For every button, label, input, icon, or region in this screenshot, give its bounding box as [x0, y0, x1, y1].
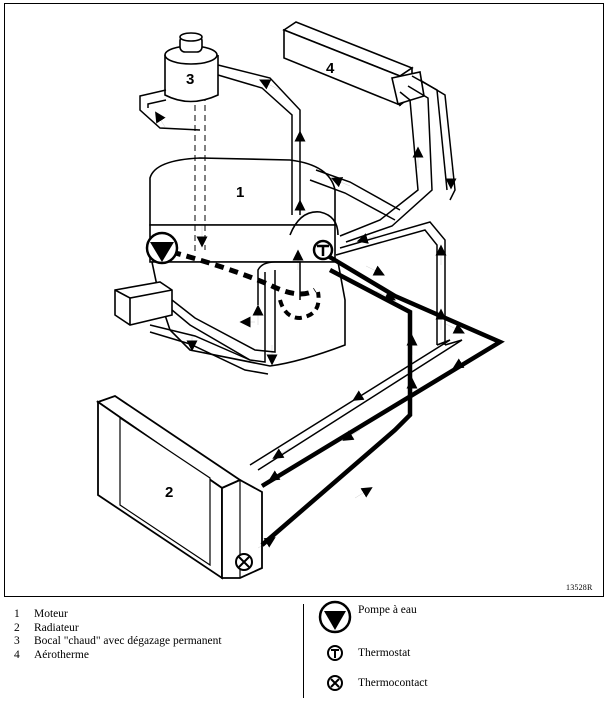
legend-label: Bocal "chaud" avec dégazage permanent [34, 635, 222, 647]
thermocontact-symbol [235, 553, 253, 571]
label-engine: 1 [236, 184, 244, 201]
water-pump-icon [318, 600, 352, 634]
label-heater: 4 [326, 60, 335, 77]
legend-item: 3 Bocal "chaud" avec dégazage permanent [14, 635, 222, 649]
degassing-dashed-line [194, 95, 206, 255]
label-expansion-tank: 3 [186, 71, 194, 88]
symbol-legend-item: Thermostat [318, 644, 410, 662]
legend-number: 3 [14, 635, 20, 647]
radiator-hoses [260, 254, 505, 547]
thermostat-icon [327, 645, 343, 661]
legend-label: Aérotherme [34, 648, 89, 661]
engine-block [114, 157, 346, 367]
legend-item: 1 Moteur [14, 608, 222, 622]
component-legend: 1 Moteur 2 Radiateur 3 Bocal "chaud" ave… [14, 608, 222, 662]
heater-core [282, 21, 425, 107]
legend-label: Moteur [34, 608, 68, 620]
diagram-frame [4, 3, 604, 597]
label-radiator: 2 [165, 484, 173, 501]
legend-number: 4 [14, 648, 20, 661]
legend-number: 1 [14, 608, 20, 620]
legend-label: Radiateur [34, 621, 79, 634]
reference-code: 13528R [566, 583, 593, 592]
legend-item: 4 Aérotherme [14, 649, 222, 663]
water-pump-symbol [145, 231, 179, 265]
thin-hoses [139, 64, 463, 471]
symbol-legend-item: Pompe à eau [318, 600, 417, 634]
thermostat-symbol [312, 239, 334, 261]
legend-divider [303, 604, 304, 698]
internal-flow-path [171, 249, 317, 297]
symbol-legend: Pompe à eau Thermostat Thermocontact [318, 600, 598, 700]
symbol-label: Thermocontact [358, 677, 428, 689]
symbol-label: Thermostat [358, 647, 411, 659]
symbol-label: Pompe à eau [358, 604, 417, 616]
flow-arrows [155, 79, 471, 549]
symbol-legend-item: Thermocontact [318, 674, 428, 692]
legend-item: 2 Radiateur [14, 622, 222, 636]
internal-flow-loop [278, 291, 321, 321]
thermocontact-icon [327, 675, 343, 691]
legend-number: 2 [14, 621, 20, 634]
expansion-tank [164, 32, 219, 103]
radiator [96, 395, 263, 580]
cooling-circuit-diagram: 1 2 3 4 [96, 21, 505, 580]
